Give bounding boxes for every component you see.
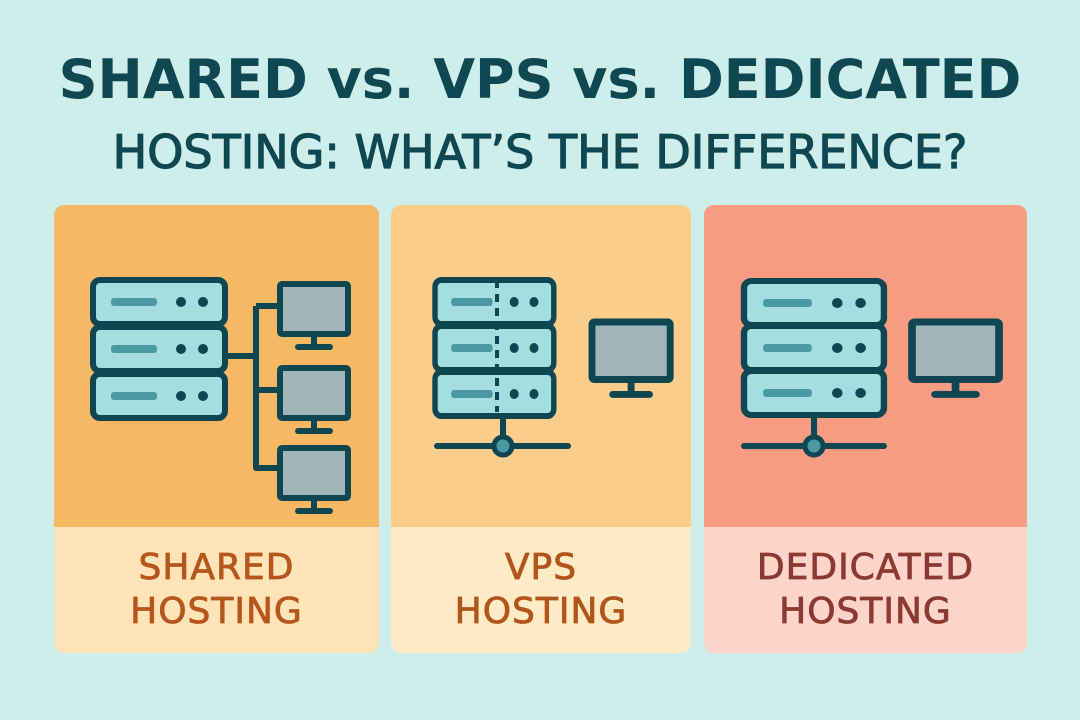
card-label: DEDICATED HOSTING <box>704 527 1027 653</box>
label-line-2: HOSTING <box>454 591 628 633</box>
label-line-2: HOSTING <box>779 591 952 633</box>
title-line-2: HOSTING: WHAT’S THE DIFFERENCE? <box>112 124 968 179</box>
server-multiple-clients-icon <box>93 280 348 511</box>
dedicated-server-icon <box>744 281 999 458</box>
card-label: VPS HOSTING <box>391 527 691 653</box>
label-line-2: HOSTING <box>130 591 303 633</box>
label-line-1: DEDICATED <box>756 547 975 589</box>
card-label: SHARED HOSTING <box>54 527 379 653</box>
label-line-1: VPS <box>504 547 578 589</box>
label-line-1: SHARED <box>138 547 295 589</box>
title-line-1: SHARED vs. VPS vs. DEDICATED <box>58 48 1022 111</box>
partitioned-server-icon <box>435 280 670 458</box>
